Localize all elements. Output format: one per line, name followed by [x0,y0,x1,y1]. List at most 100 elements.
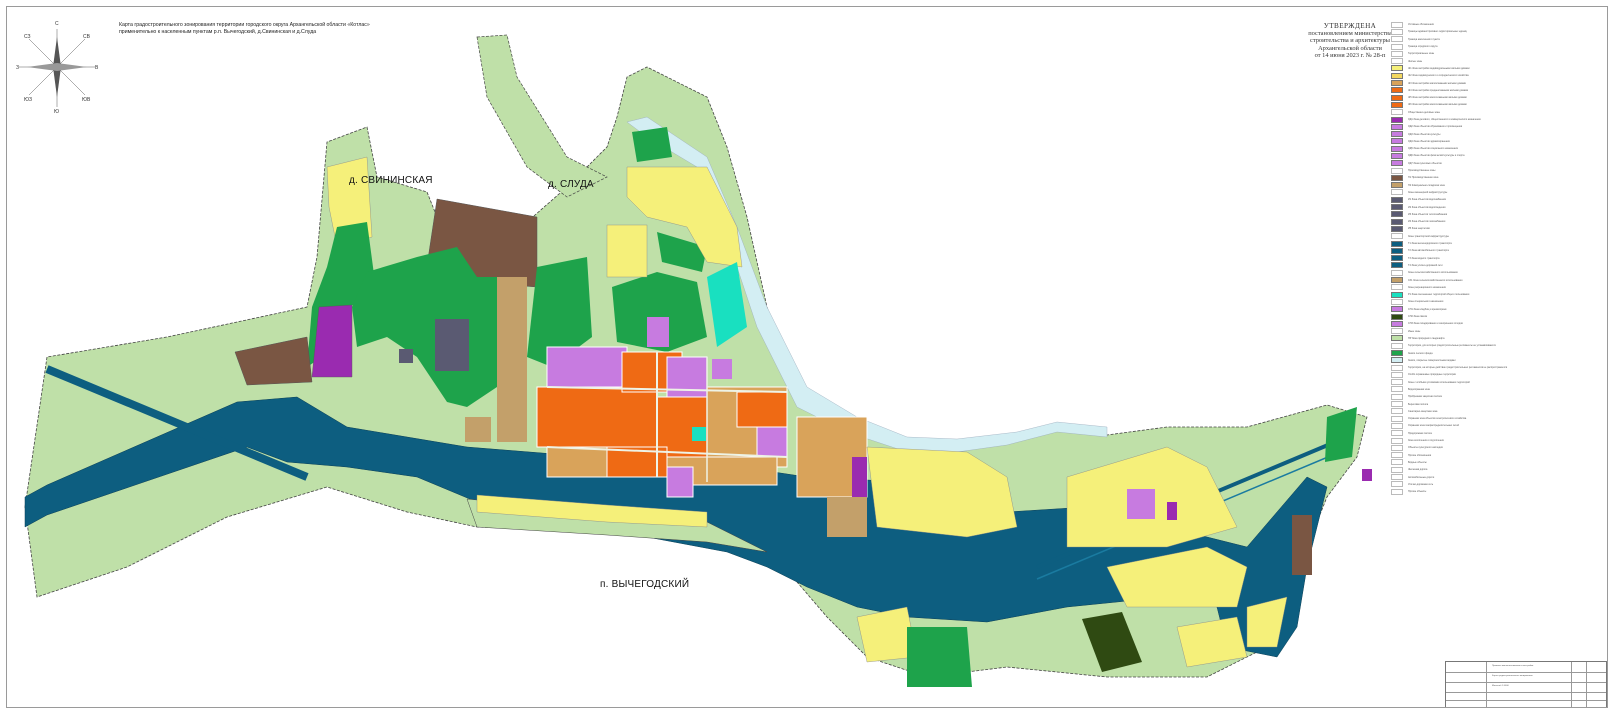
legend-swatch [1391,58,1403,65]
legend-swatch [1391,335,1403,342]
forest-block-4[interactable] [657,232,707,272]
legend-swatch [1391,306,1403,313]
legend-item: СН2 Зона свалок [1391,313,1601,320]
east-business-3[interactable] [1167,502,1177,520]
forest-block-2[interactable] [527,257,592,367]
legend-item: Придорожная полоса [1391,430,1601,437]
engineering-zone-2[interactable] [399,349,413,363]
east-cemetery[interactable] [827,497,867,537]
legend-label: ОД5 Зона объектов социального назначения [1408,147,1458,151]
core-orange-east[interactable] [736,391,788,428]
legend-swatch [1391,350,1403,356]
legend-item: П1 Производственная зона [1391,174,1601,181]
legend-label: СН3 Зона складирования и захоронения отх… [1408,322,1463,326]
legend-item: Железная дорога [1391,466,1601,473]
stamp-line-1: Правила землепользования и застройки [1492,665,1534,667]
sluda-residential [626,166,743,268]
legend-swatch [1391,131,1403,138]
legend-item: Автомобильные дороги [1391,473,1601,481]
core-brown-strip[interactable] [497,277,527,442]
legend-label: Зоны транспортной инфраструктуры [1408,234,1449,238]
legend-item: Производственные зоны [1391,167,1601,174]
forest-block-3[interactable] [612,272,707,352]
river-vychegda [626,116,1108,453]
legend-label: Особо охраняемые природные территории [1408,373,1457,377]
zoning-map[interactable]: С СВ В ЮВ Ю ЮЗ З СЗ [7,7,1607,707]
core-brown-strip-2[interactable] [465,417,491,442]
legend-item: Земли, покрытые поверхностными водами [1391,357,1601,364]
legend-item: Жилые зоны [1391,57,1601,65]
legend-swatch [1391,364,1403,371]
business-zone-west[interactable] [311,304,353,378]
east-business-1[interactable] [852,457,867,507]
legend-item: И1 Зона объектов водоснабжения [1391,196,1601,203]
east-residential-4 [1246,596,1288,648]
core-business-west[interactable] [546,346,628,388]
legend-label: И4 Зона объектов газоснабжения [1408,220,1446,224]
legend-item: Береговая полоса [1391,400,1601,408]
legend-label: Т4 Зона улично-дорожной сети [1408,263,1443,267]
legend-swatch [1391,109,1403,116]
core-business-east[interactable] [756,426,788,458]
legend-item: Т3 Зона водного транспорта [1391,255,1601,262]
industrial-zone-west[interactable] [234,336,313,386]
legend-item: И3 Зона объектов теплоснабжения [1391,211,1601,218]
legend-label: Объекты культурного наследия [1408,446,1443,450]
legend-swatch [1391,101,1403,108]
legend-label: Т2 Зона автомобильного транспорта [1408,249,1449,253]
cyan-zone-north[interactable] [707,262,747,347]
legend-label: Зона затопления и подтопления [1408,439,1444,443]
railway-west [45,365,309,481]
engineering-zone-1[interactable] [435,319,469,371]
east-business-4[interactable] [1362,469,1372,481]
legend-item: Ж6 Зона застройки многоэтажными жилыми д… [1391,101,1601,108]
legend-item: Общественно-деловые зоны [1391,109,1601,116]
legend-swatch [1391,379,1403,386]
legend-label: Прочие объекты [1408,490,1427,494]
forest-north[interactable] [632,127,672,162]
compass-sw: ЮЗ [24,97,32,103]
east-industrial[interactable] [1292,515,1312,575]
east-business-2[interactable] [1127,489,1155,519]
legend-item: Прибрежная защитная полоса [1391,393,1601,400]
core-orange-1[interactable] [536,386,658,448]
compass-ne: СВ [83,34,91,40]
legend-swatch [1391,167,1403,174]
legend-label: ОД2 Зона объектов образования и просвеще… [1408,125,1463,129]
legend-item: Зоны с особыми условиями использования т… [1391,379,1601,386]
legend-swatch [1391,225,1403,232]
legend-swatch [1391,80,1403,87]
legend-swatch [1391,43,1403,50]
business-north-2[interactable] [712,359,732,379]
legend-item: Ж2 Зона садоводческого и огороднического… [1391,72,1601,79]
legend-label: Зоны сельскохозяйственного использования [1408,271,1458,275]
core-purple-south[interactable] [666,466,694,498]
compass-se: ЮВ [82,97,91,103]
title-stamp: Правила землепользования и застройки Кар… [1445,661,1607,707]
legend-item: Т1 Зона железнодорожного транспорта [1391,240,1601,247]
legend-item: Ж3 Зона застройки малоэтажными жилыми до… [1391,79,1601,87]
legend-swatch [1391,94,1403,101]
legend-label: Условные обозначения [1408,23,1434,27]
legend-label: Ж4 Зона застройки среднеэтажными жилыми … [1408,88,1469,92]
compass-n: С [55,21,59,27]
south-forest[interactable] [907,627,972,687]
east-residential-1 [866,446,1018,538]
east-forest-1[interactable] [1325,407,1357,462]
legend-label: Прибрежная защитная полоса [1408,395,1442,399]
legend-item: Границы административно-территориальных … [1391,28,1601,35]
legend-item: Охранная зона объектов электросетевого х… [1391,415,1601,422]
business-north-1[interactable] [647,317,669,347]
compass-labels: С СВ В ЮВ Ю ЮЗ З СЗ [16,21,99,115]
forest-belt-central[interactable] [352,247,517,407]
legend-item: Зоны специального назначения [1391,298,1601,305]
legend-swatch [1391,371,1403,378]
core-cyan[interactable] [692,427,706,441]
legend-swatch [1391,262,1403,269]
approval-line-4: от 14 июня 2023 г. № 28-п [1314,51,1386,59]
main-road-2 [546,446,788,458]
legend-swatch [1391,393,1403,400]
legend-swatch [1391,298,1403,305]
south-dark-zone[interactable] [1082,612,1142,672]
